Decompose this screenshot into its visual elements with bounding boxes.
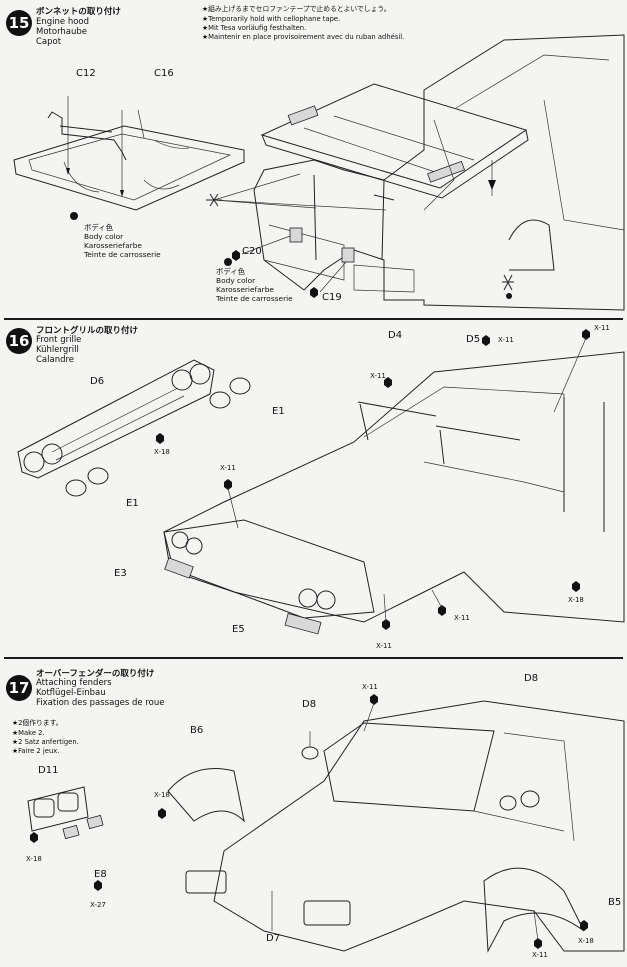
step-number: 15 xyxy=(6,10,32,36)
make-two-note-en: ★Make 2. xyxy=(12,729,45,737)
make-two-note-de: ★2 Satz anfertigen. xyxy=(12,738,79,746)
body-color-1-de: Karosseriefarbe xyxy=(84,241,142,250)
part-label-c20: C20 xyxy=(242,246,262,257)
part-label-d4: D4 xyxy=(388,330,403,341)
tape-note-en: ★Temporarily hold with cellophane tape. xyxy=(202,15,341,23)
step-number: 16 xyxy=(6,328,32,354)
screw-label-x11: X-11 xyxy=(498,336,514,344)
body-color-1-fr: Teinte de carrosserie xyxy=(84,250,161,259)
part-label-d11: D11 xyxy=(38,765,59,776)
paint-marker xyxy=(70,212,78,220)
step-title-en: Engine hood xyxy=(36,17,90,27)
part-label-d5: D5 xyxy=(466,334,481,345)
part-label-c16: C16 xyxy=(154,68,174,79)
part-label-d6: D6 xyxy=(90,376,105,387)
step-title-ja: ボンネットの取り付け xyxy=(36,7,121,17)
body-color-1-ja: ボディ色 xyxy=(84,223,114,232)
screw-label-x11: X-11 xyxy=(370,372,386,380)
body-color-2-ja: ボディ色 xyxy=(216,267,246,276)
screw-label-x18: X-18 xyxy=(154,448,170,456)
screw-label-x18: X-18 xyxy=(578,937,594,945)
screw-label-x18: X-18 xyxy=(568,596,584,604)
step-title-fr: Fixation des passages de roue xyxy=(36,698,165,708)
step-divider xyxy=(4,657,623,659)
step-number: 17 xyxy=(6,675,32,701)
step-16: 16 フロントグリルの取り付け Front grille Kühlergrill… xyxy=(4,322,625,656)
screw-label-x27: X-27 xyxy=(90,901,106,909)
body-color-2-de: Karosseriefarbe xyxy=(216,285,274,294)
step-title-de: Kotflügel-Einbau xyxy=(36,688,106,698)
screw-label-x18: X-18 xyxy=(154,791,170,799)
part-label-e8: E8 xyxy=(94,869,107,880)
body-color-2-fr: Teinte de carrosserie xyxy=(216,294,293,303)
step-title-en: Front grille xyxy=(36,335,82,345)
screw-label-x11: X-11 xyxy=(454,614,470,622)
part-label-d7: D7 xyxy=(266,933,281,944)
step-title-ja: フロントグリルの取り付け xyxy=(36,326,139,336)
make-two-note-fr: ★Faire 2 jeux. xyxy=(12,747,60,755)
part-label-b5: B5 xyxy=(608,897,622,908)
screw-label-x11: X-11 xyxy=(594,324,610,332)
tape-note-ja: ★組み上げるまでセロファンテープで止めるとよいでしょう。 xyxy=(202,5,391,13)
part-label-d8-front: D8 xyxy=(302,699,317,710)
step-15: 15 ボンネットの取り付け Engine hood Motorhaube Cap… xyxy=(4,0,625,318)
part-label-e1-upper: E1 xyxy=(272,406,285,417)
tape-note-de: ★Mit Tesa vorläufig festhalten. xyxy=(202,24,307,32)
part-label-c19: C19 xyxy=(322,292,342,303)
step-divider xyxy=(4,318,623,320)
body-color-2-en: Body color xyxy=(216,276,256,285)
paint-marker xyxy=(224,258,232,266)
part-label-b6: B6 xyxy=(190,725,204,736)
part-label-e5: E5 xyxy=(232,624,245,635)
step-title-en: Attaching fenders xyxy=(36,678,112,688)
step-title-fr: Calandre xyxy=(36,355,75,365)
screw-label-x18: X-18 xyxy=(26,855,42,863)
screw-label-x11: X-11 xyxy=(220,464,236,472)
fender-diagram xyxy=(27,694,625,953)
step-title-de: Motorhaube xyxy=(36,27,88,37)
step-title-ja: オーバーフェンダーの取り付け xyxy=(36,669,155,679)
tape-note-fr: ★Maintenir en place provisoirement avec … xyxy=(202,33,405,41)
hood-diagram xyxy=(13,34,625,311)
grille-diagram xyxy=(17,329,625,635)
step-title-fr: Capot xyxy=(36,37,62,47)
screw-label-x11: X-11 xyxy=(362,683,378,691)
body-color-1-en: Body color xyxy=(84,232,124,241)
part-label-e3: E3 xyxy=(114,568,127,579)
part-label-d8-rear: D8 xyxy=(524,673,539,684)
make-two-note-ja: ★2個作ります。 xyxy=(12,719,63,727)
part-label-c12: C12 xyxy=(76,68,96,79)
screw-label-x11: X-11 xyxy=(376,642,392,650)
screw-label-x11: X-11 xyxy=(532,951,548,959)
step-title-de: Kühlergrill xyxy=(36,345,79,355)
part-label-e1-lower: E1 xyxy=(126,498,139,509)
step-17: 17 オーバーフェンダーの取り付け Attaching fenders Kotf… xyxy=(4,661,625,961)
